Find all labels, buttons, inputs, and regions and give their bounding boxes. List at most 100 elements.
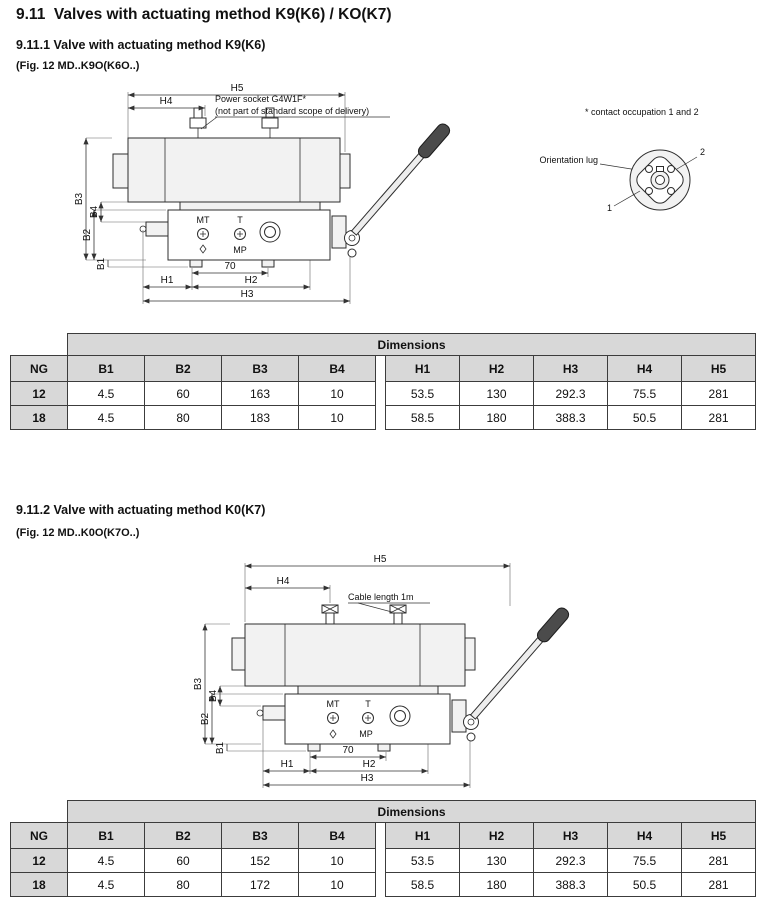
- cell: 281: [680, 381, 757, 406]
- col-header-h4: H4: [607, 822, 682, 849]
- col-header-h4: H4: [607, 355, 682, 382]
- cell: 53.5: [385, 848, 460, 873]
- cell: 292.3: [533, 381, 608, 406]
- power-socket-right: [261, 107, 279, 138]
- port-label-t: T: [365, 699, 371, 709]
- cell: 172: [221, 872, 299, 897]
- dim-label-h5: H5: [231, 83, 244, 94]
- figure-k9-valve-drawing: MT T MP Power socket G4W1F* (not part of…: [74, 83, 705, 304]
- table-title: Dimensions: [66, 800, 757, 823]
- dim-label-b1: B1: [96, 257, 107, 270]
- cell: 4.5: [67, 872, 145, 897]
- cable-length-note: Cable length 1m: [348, 592, 414, 602]
- cable-note: Cable length 1m: [348, 592, 430, 613]
- col-header-ng: NG: [10, 822, 68, 849]
- cell-ng: 18: [10, 405, 68, 430]
- dim-label-h1: H1: [281, 759, 294, 770]
- dim-label-70: 70: [342, 745, 354, 756]
- cell: 50.5: [607, 872, 682, 897]
- dim-label-b4: B4: [89, 205, 100, 218]
- port-label-mt: MT: [327, 699, 340, 709]
- cable-gland-right: [389, 604, 407, 625]
- cell: 60: [144, 381, 222, 406]
- column-gap: [375, 355, 386, 382]
- column-gap: [375, 872, 386, 897]
- dim-label-h2: H2: [245, 275, 258, 286]
- cell: 58.5: [385, 405, 460, 430]
- mp-marker: [329, 729, 337, 739]
- cell: 10: [298, 848, 376, 873]
- valve-body: MT T MP: [139, 201, 331, 268]
- cell: 152: [221, 848, 299, 873]
- pin-label-1: 1: [607, 203, 612, 213]
- orientation-lug: [656, 166, 664, 172]
- section-2-heading: 9.11.2 Valve with actuating method K0(K7…: [16, 503, 266, 517]
- dim-label-h2: H2: [363, 759, 376, 770]
- col-header-b4: B4: [298, 822, 376, 849]
- cell: 80: [144, 872, 222, 897]
- port-label-t: T: [237, 215, 243, 225]
- valve-body: MT T MP: [256, 685, 451, 752]
- section-1-heading: 9.11.1 Valve with actuating method K9(K6…: [16, 38, 266, 52]
- dim-label-b2: B2: [82, 228, 93, 241]
- col-header-b3: B3: [221, 355, 299, 382]
- connector-detail: * contact occupation 1 and 2 Orientation…: [539, 107, 705, 213]
- cell: 281: [680, 872, 757, 897]
- cell: 180: [459, 405, 534, 430]
- col-header-b2: B2: [144, 355, 222, 382]
- dimensions-table-k9: Dimensions NG B1 B2 B3 B4 H1 H2 H3 H4 H5…: [10, 333, 757, 430]
- cell: 4.5: [67, 381, 145, 406]
- col-header-b1: B1: [67, 822, 145, 849]
- dimensions-table-k0: Dimensions NG B1 B2 B3 B4 H1 H2 H3 H4 H5…: [10, 800, 757, 897]
- cell: 180: [459, 872, 534, 897]
- table-title: Dimensions: [66, 333, 757, 356]
- cell: 58.5: [385, 872, 460, 897]
- cell: 388.3: [533, 872, 608, 897]
- dim-label-h3: H3: [241, 289, 254, 300]
- cable-gland-left: [321, 604, 339, 625]
- cell: 130: [459, 381, 534, 406]
- table-row: 12 4.5 60 152 10 53.5 130 292.3 75.5 281: [10, 848, 757, 873]
- table-row: 18 4.5 80 183 10 58.5 180 388.3 50.5 281: [10, 405, 757, 430]
- column-gap: [375, 848, 386, 873]
- cell: 53.5: [385, 381, 460, 406]
- cell: 4.5: [67, 405, 145, 430]
- cell-ng: 12: [10, 381, 68, 406]
- port-label-mp: MP: [233, 245, 247, 255]
- port-label-mt: MT: [197, 215, 210, 225]
- cell: 163: [221, 381, 299, 406]
- extension-lines: [205, 563, 511, 788]
- power-socket-left: [189, 107, 207, 138]
- table-corner: [11, 801, 68, 823]
- cell: 80: [144, 405, 222, 430]
- lever-handle: [417, 123, 451, 159]
- dim-label-b1: B1: [215, 741, 226, 754]
- lever-handle: [536, 607, 570, 643]
- cell: 130: [459, 848, 534, 873]
- cell: 75.5: [607, 381, 682, 406]
- col-header-b4: B4: [298, 355, 376, 382]
- table-row: 18 4.5 80 172 10 58.5 180 388.3 50.5 281: [10, 872, 757, 897]
- contact-occupation-note: * contact occupation 1 and 2: [585, 107, 699, 117]
- dim-label-h4: H4: [160, 96, 173, 107]
- cell: 281: [680, 848, 757, 873]
- solenoid-assembly: [231, 604, 476, 687]
- col-header-h1: H1: [385, 355, 460, 382]
- cell-ng: 18: [10, 872, 68, 897]
- section-2-figure-caption: (Fig. 12 MD..K0O(K7O..): [16, 527, 140, 539]
- dim-label-70: 70: [224, 261, 236, 272]
- col-header-h2: H2: [459, 822, 534, 849]
- figure-k0-valve-drawing: Cable length 1m MT T MP: [193, 554, 570, 788]
- cell: 183: [221, 405, 299, 430]
- cell: 10: [298, 405, 376, 430]
- dim-label-b4: B4: [208, 689, 219, 702]
- col-header-h5: H5: [680, 355, 757, 382]
- mp-marker: [199, 244, 207, 254]
- page-title: 9.11 Valves with actuating method K9(K6)…: [16, 6, 392, 23]
- port-label-mp: MP: [359, 729, 373, 739]
- cell: 281: [680, 405, 757, 430]
- pin-label-2: 2: [700, 147, 705, 157]
- col-header-h3: H3: [533, 355, 608, 382]
- table-row: 12 4.5 60 163 10 53.5 130 292.3 75.5 281: [10, 381, 757, 406]
- dim-label-b3: B3: [74, 192, 85, 205]
